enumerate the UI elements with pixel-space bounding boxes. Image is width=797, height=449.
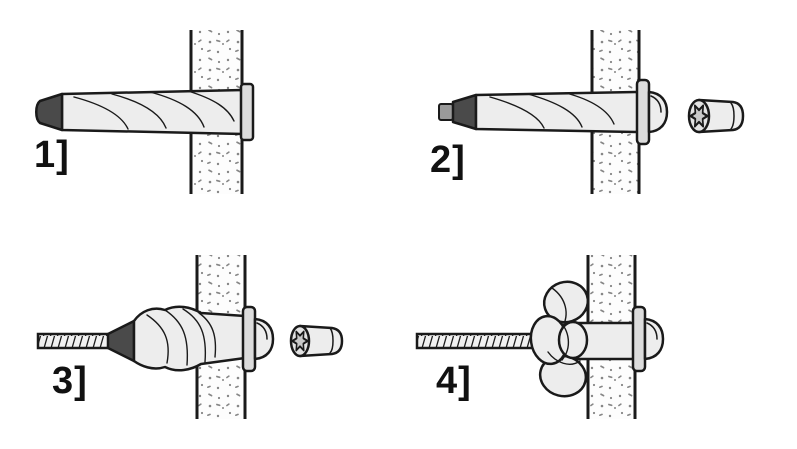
anchor-collar — [106, 319, 136, 363]
anchor — [35, 82, 255, 142]
expanded-anchor-petals — [529, 280, 590, 398]
torx-bit-icon — [289, 324, 344, 358]
step-2-illustration — [438, 30, 745, 194]
anchor-tip — [451, 93, 478, 131]
screw-head — [253, 317, 275, 361]
screw-head — [647, 90, 669, 134]
anchor-body — [474, 90, 641, 134]
torx-star-icon — [689, 104, 709, 128]
torx-bit-icon — [687, 98, 745, 134]
step-3-illustration — [36, 255, 344, 419]
step-2-label: 2] — [430, 139, 466, 181]
step-1-illustration — [35, 30, 255, 194]
anchor — [36, 305, 275, 373]
anchor — [415, 280, 665, 398]
threaded-rod — [36, 332, 112, 350]
screw-head — [643, 317, 665, 361]
bit-body — [697, 98, 745, 134]
step-4-illustration — [415, 255, 665, 419]
anchor-tip-nub — [438, 103, 454, 121]
anchor-tip — [35, 92, 64, 132]
collapsing-anchor-body — [132, 305, 247, 372]
step-4-label: 4] — [436, 360, 472, 402]
step-1-label: 1] — [34, 134, 70, 176]
washer — [635, 78, 651, 146]
anchor — [438, 78, 669, 146]
anchor-flange — [239, 82, 255, 142]
washer — [631, 305, 647, 373]
torx-star-icon — [291, 330, 309, 352]
washer — [241, 305, 257, 373]
step-3-label: 3] — [52, 360, 88, 402]
